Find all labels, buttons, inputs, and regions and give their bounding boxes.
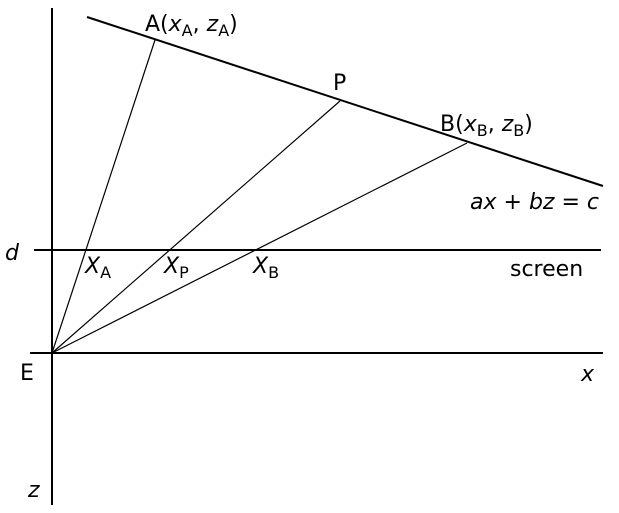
point-a-label: A(xA, zA)	[145, 12, 238, 40]
point-p-label: P	[333, 71, 346, 96]
screen-label: screen	[510, 257, 583, 282]
ray-to-a	[51, 39, 156, 354]
projection-b-label: XB	[252, 254, 279, 282]
projection-p-label: XP	[163, 254, 189, 282]
ray-to-b	[51, 142, 468, 354]
line-equation-label: ax + bz = c	[470, 190, 599, 215]
x-axis-label: x	[580, 362, 595, 387]
z-axis-label: z	[27, 478, 40, 503]
object-line	[86, 16, 604, 187]
projection-a-label: XA	[84, 254, 111, 282]
screen-distance-label: d	[5, 241, 20, 266]
point-b-label: B(xB, zB)	[440, 112, 533, 140]
ray-to-p	[51, 100, 341, 354]
eye-label: E	[20, 361, 34, 386]
